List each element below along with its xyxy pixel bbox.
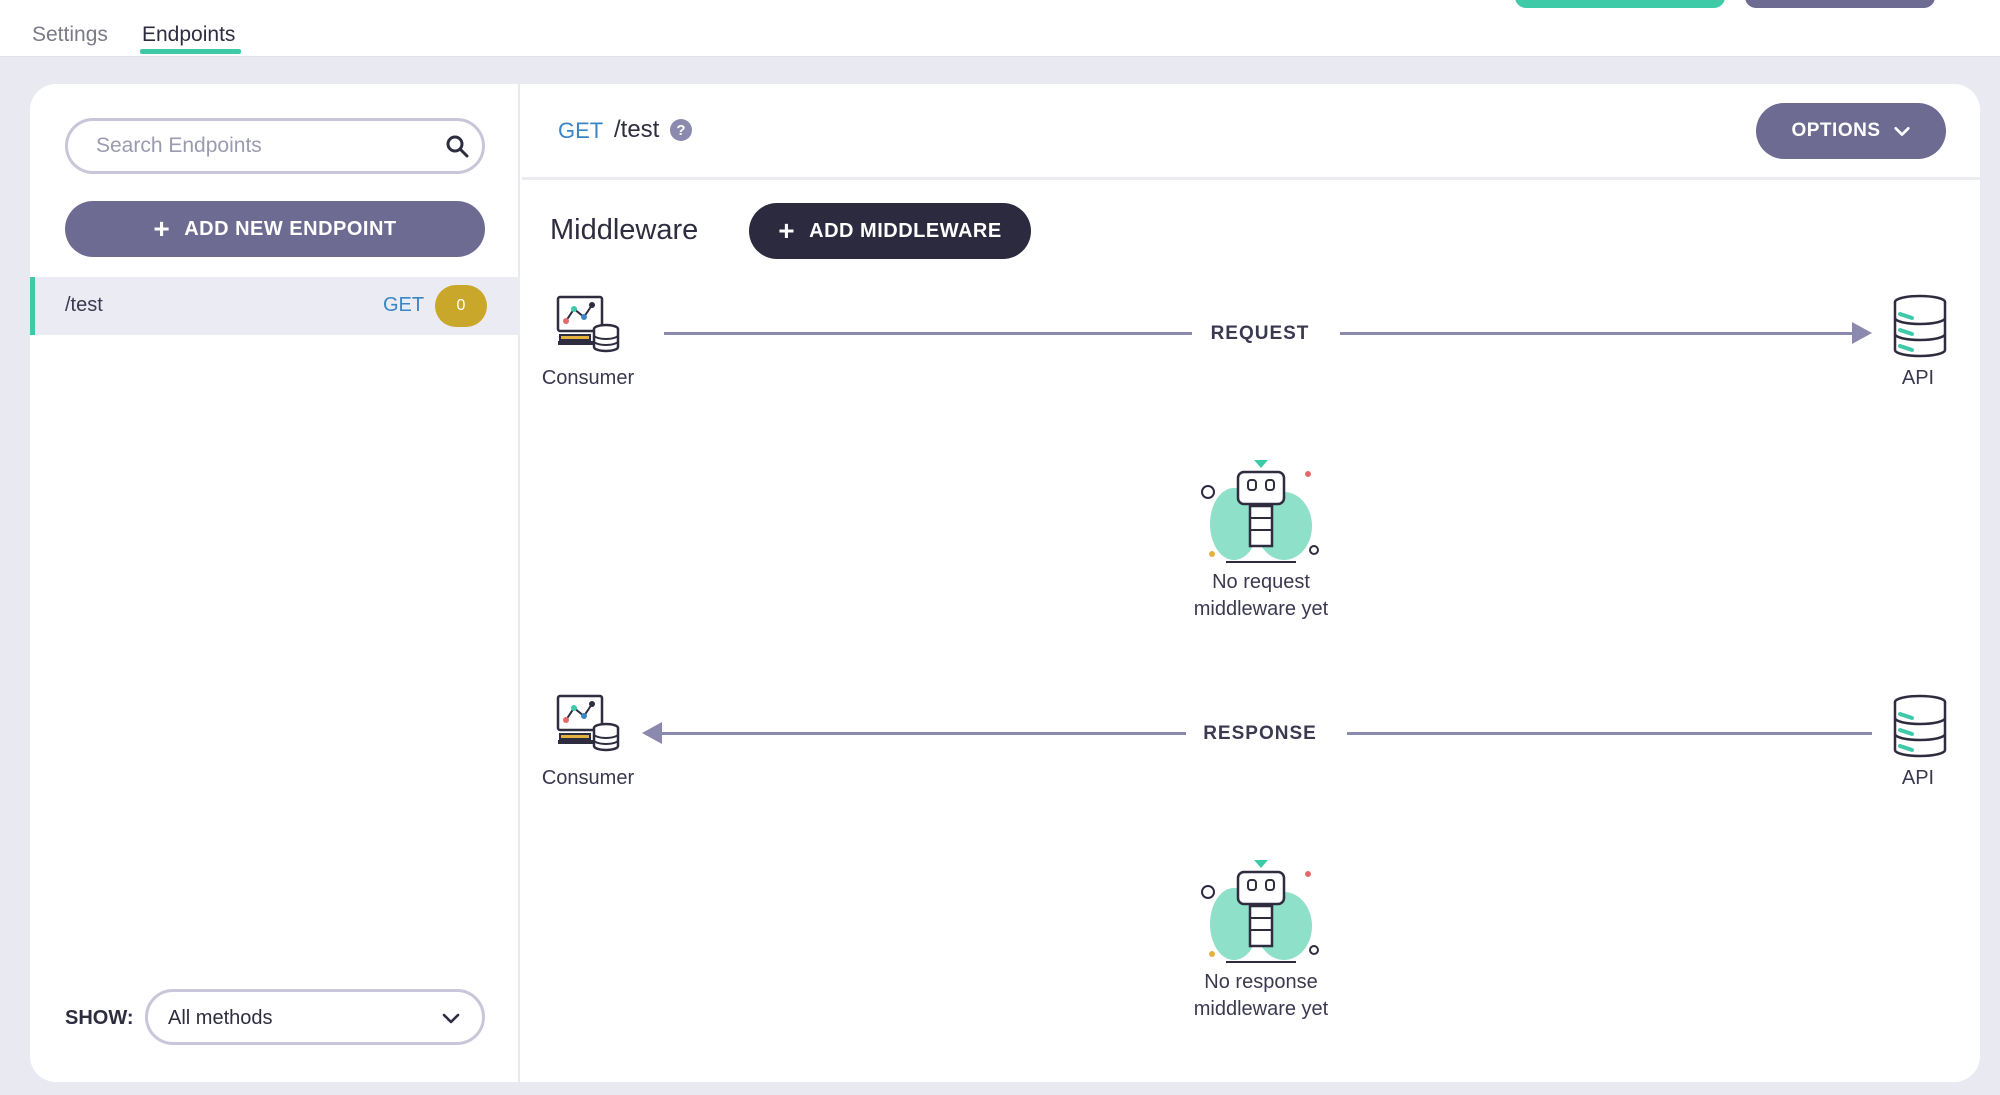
api-database-icon (1893, 694, 1947, 758)
response-label: RESPONSE (1203, 723, 1317, 744)
tab-endpoints[interactable]: Endpoints (142, 23, 236, 46)
consumer-icon (556, 295, 620, 353)
response-consumer-label: Consumer (541, 767, 635, 789)
robot-illustration-icon (1201, 860, 1319, 963)
endpoint-sidebar: + ADD NEW ENDPOINT /test GET 0 SHOW: All… (30, 84, 520, 1082)
request-consumer-label: Consumer (541, 367, 635, 389)
endpoint-header-method: GET (558, 118, 604, 143)
add-endpoint-button[interactable]: + ADD NEW ENDPOINT (65, 201, 485, 257)
search-input[interactable] (65, 118, 485, 174)
request-empty-state: No request middleware yet (1141, 569, 1381, 623)
response-flow-line-right (1347, 732, 1872, 735)
endpoint-detail-panel: GET /test ? OPTIONS Middleware + ADD MID… (522, 84, 1980, 1082)
method-filter-select[interactable]: All methods (145, 989, 485, 1045)
consumer-icon (556, 694, 620, 752)
active-tab-indicator (140, 49, 241, 54)
method-filter-value: All methods (168, 1007, 273, 1029)
add-endpoint-label: ADD NEW ENDPOINT (184, 217, 397, 240)
top-bar: Settings Endpoints (0, 0, 2000, 57)
options-label: OPTIONS (1791, 120, 1881, 141)
chevron-down-icon (442, 1013, 460, 1024)
api-database-icon (1893, 294, 1947, 358)
top-action-button-green[interactable] (1515, 0, 1725, 8)
endpoint-path: /test (65, 294, 103, 316)
middleware-title: Middleware (550, 214, 699, 246)
plus-icon: + (153, 213, 171, 244)
endpoint-header: GET /test ? OPTIONS (522, 84, 1980, 180)
endpoint-list-item[interactable]: /test GET 0 (30, 277, 520, 335)
response-empty-state: No response middleware yet (1141, 969, 1381, 1023)
response-flow-line-left (660, 732, 1186, 735)
tab-settings[interactable]: Settings (32, 23, 108, 46)
top-action-button-purple[interactable] (1745, 0, 1935, 8)
arrow-left-icon (642, 722, 662, 744)
middleware-count-badge: 0 (435, 285, 487, 327)
arrow-right-icon (1852, 322, 1872, 344)
request-api-label: API (1901, 367, 1935, 389)
endpoints-card: + ADD NEW ENDPOINT /test GET 0 SHOW: All… (30, 84, 1980, 1082)
response-empty-line2: middleware yet (1193, 998, 1329, 1020)
request-empty-line1: No request (1212, 571, 1310, 593)
add-middleware-button[interactable]: + ADD MIDDLEWARE (749, 203, 1031, 259)
response-empty-line1: No response (1204, 971, 1318, 993)
endpoint-header-path: /test (614, 116, 660, 143)
show-filter-label: SHOW: (65, 1007, 134, 1029)
search-icon[interactable] (445, 134, 469, 158)
options-button[interactable]: OPTIONS (1756, 103, 1946, 159)
robot-illustration-icon (1201, 460, 1319, 563)
request-label: REQUEST (1210, 323, 1310, 344)
request-empty-line2: middleware yet (1193, 598, 1329, 620)
add-middleware-label: ADD MIDDLEWARE (809, 219, 1002, 242)
request-flow-line-left (664, 332, 1192, 335)
plus-icon: + (778, 215, 796, 246)
request-flow-line-right (1340, 332, 1852, 335)
question-circle-icon[interactable]: ? (670, 119, 692, 141)
chevron-down-icon (1893, 126, 1910, 136)
endpoint-method: GET (383, 294, 425, 316)
response-api-label: API (1901, 767, 1935, 789)
